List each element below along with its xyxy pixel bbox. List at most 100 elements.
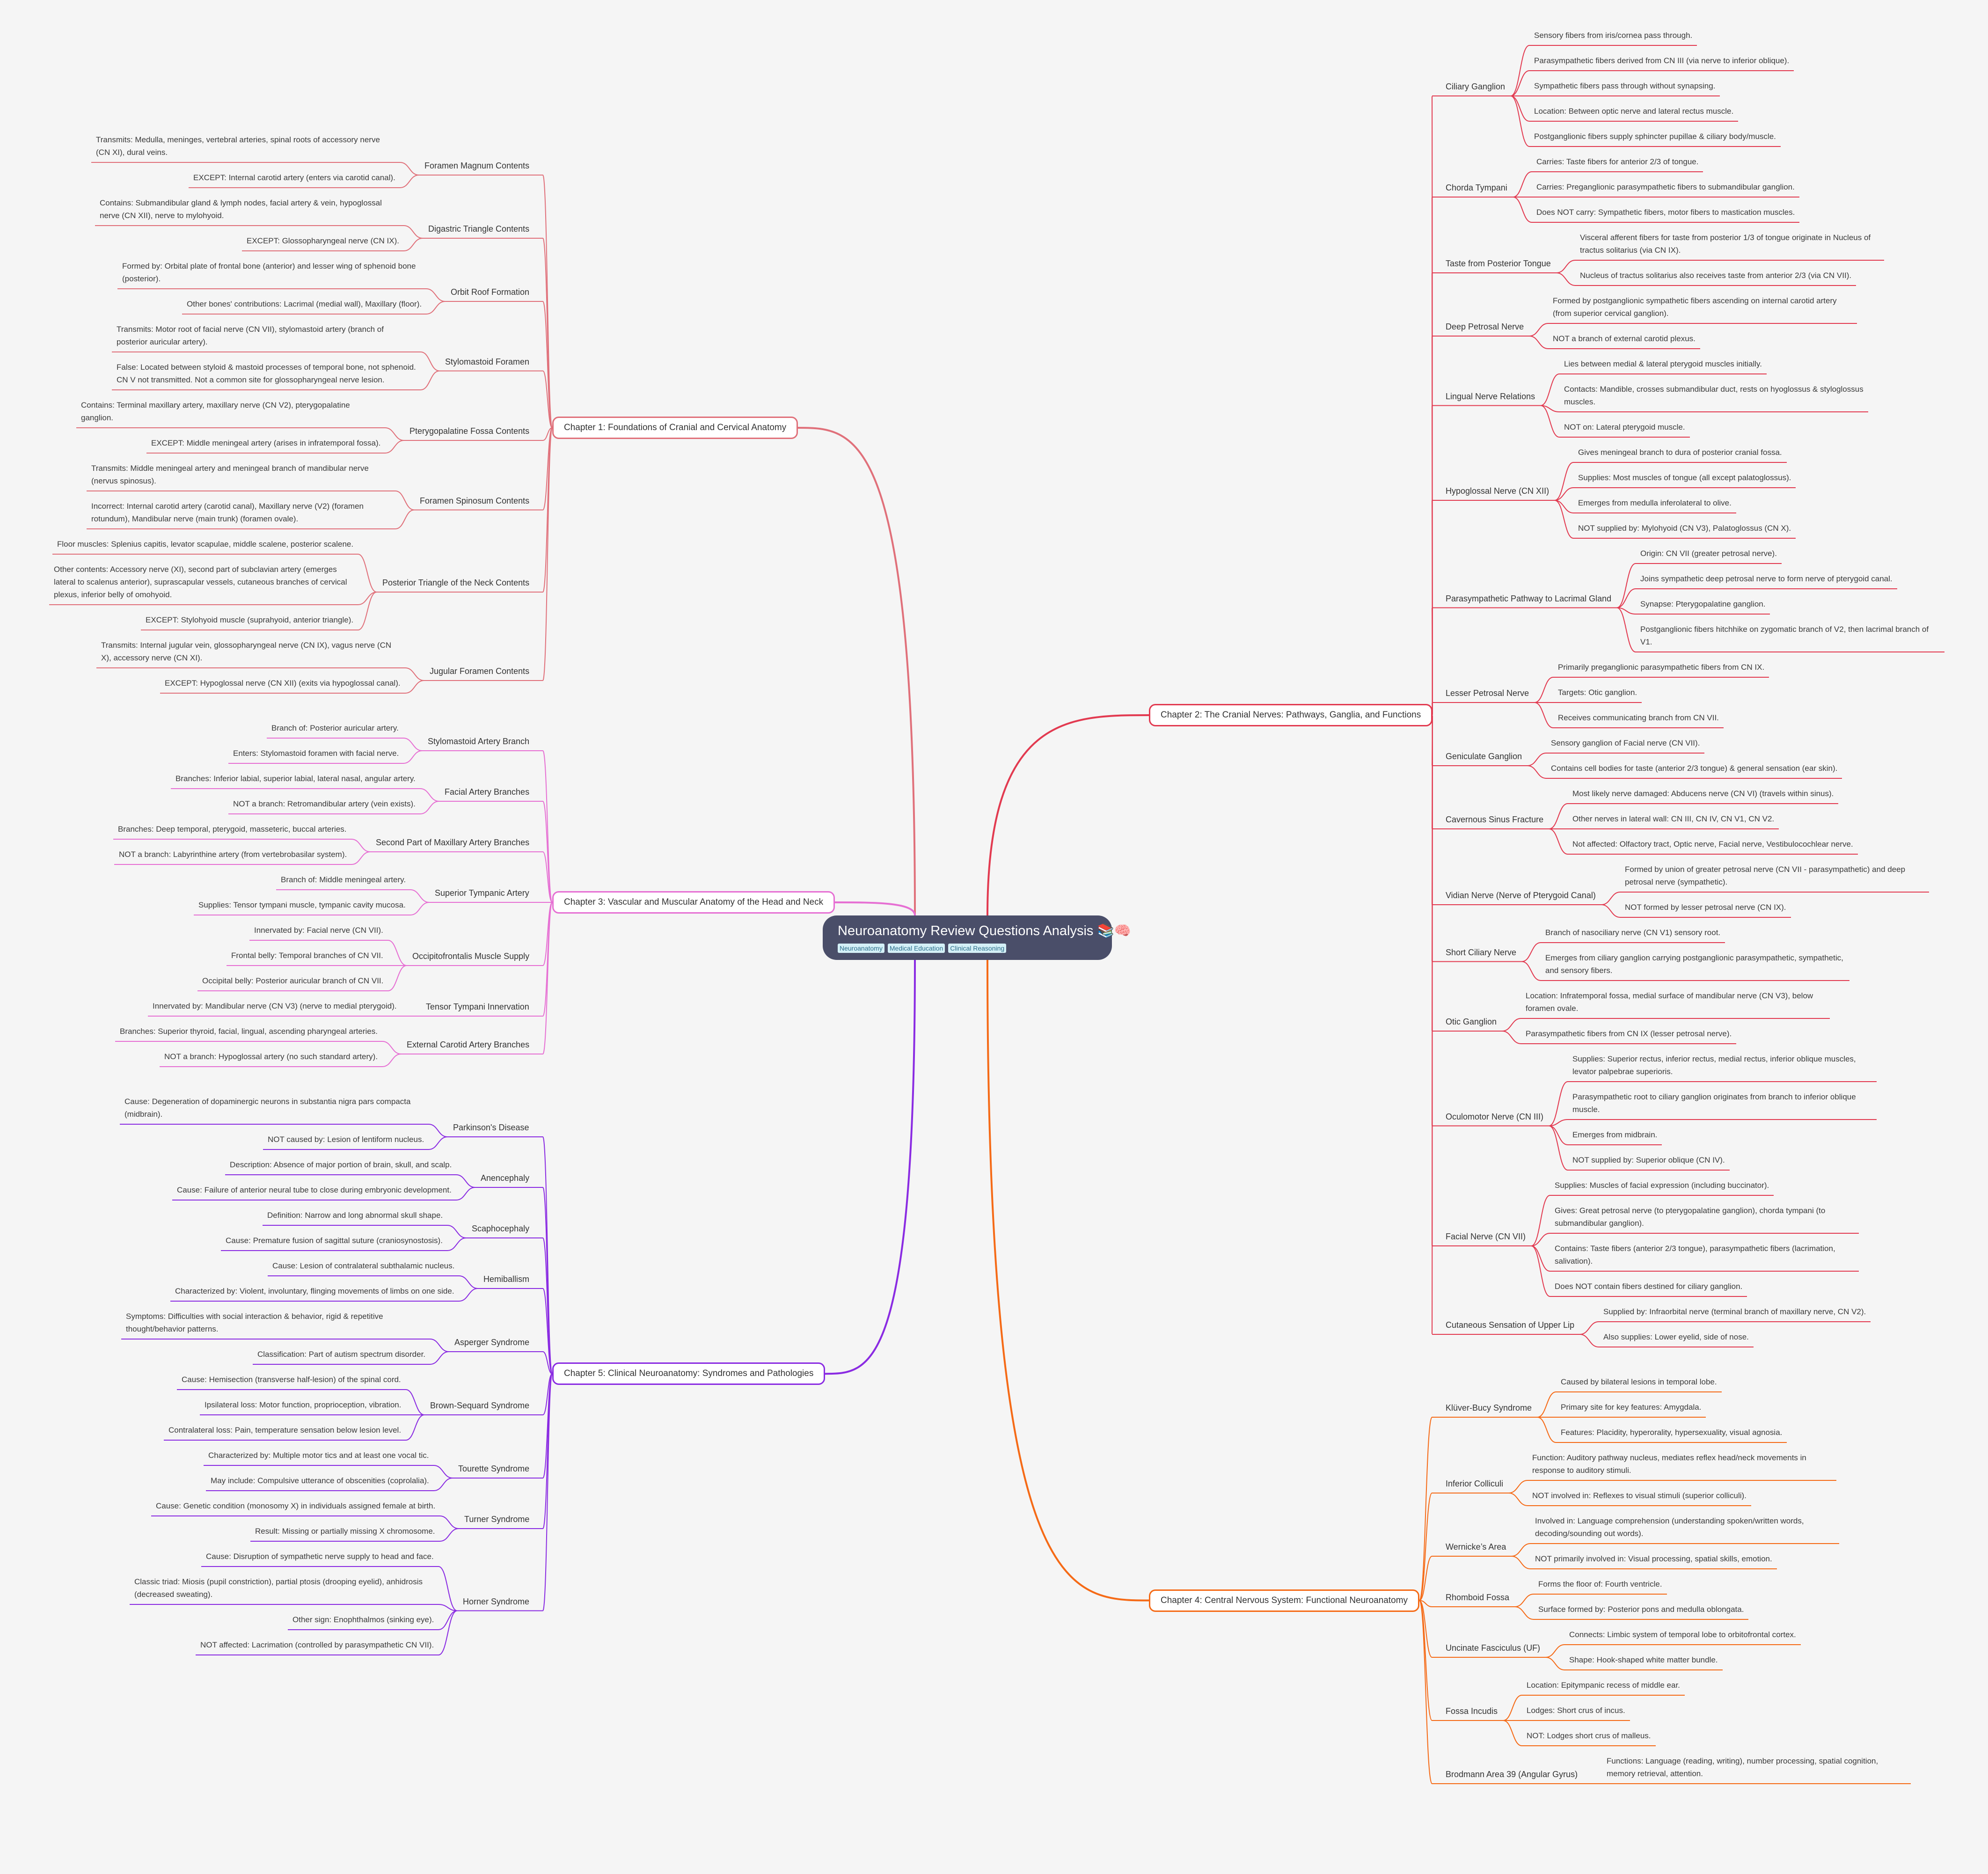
leaf-connector [1537, 1417, 1787, 1443]
leaf-note: Synapse: Pterygopalatine ganglion. [1640, 600, 1766, 608]
topic-tourette-syndrome[interactable]: Tourette Syndrome [458, 1464, 530, 1473]
root-tags: Neuroanatomy Medical Education Clinical … [838, 944, 1112, 953]
leaf-connector [76, 427, 404, 441]
leaf-connector [112, 370, 440, 390]
leaf-connector [1503, 1720, 1656, 1746]
topic-lingual-nerve-relations[interactable]: Lingual Nerve Relations [1446, 391, 1535, 401]
topic-oculomotor-nerve-cn-iii[interactable]: Oculomotor Nerve (CN III) [1446, 1112, 1544, 1121]
topic-connector [1419, 1600, 1433, 1658]
topic-brown-sequard-syndrome[interactable]: Brown-Sequard Syndrome [430, 1401, 530, 1410]
topic-anencephaly[interactable]: Anencephaly [481, 1173, 530, 1183]
topic-orbit-roof-formation[interactable]: Orbit Roof Formation [451, 287, 530, 297]
topic-superior-tympanic-artery[interactable]: Superior Tympanic Artery [435, 888, 529, 898]
leaf-note: NOT a branch: Retromandibular artery (ve… [233, 799, 416, 808]
topic-connector [1419, 1417, 1433, 1601]
leaf-note: NOT a branch: Hypoglossal artery (no suc… [164, 1052, 378, 1061]
leaf-note: Other nerves in lateral wall: CN III, CN… [1572, 814, 1775, 823]
topic-cutaneous-sensation-of-upper-lip[interactable]: Cutaneous Sensation of Upper Lip [1446, 1320, 1575, 1330]
leaf-note: Result: Missing or partially missing X c… [255, 1527, 435, 1536]
leaf-note: Sensory fibers from iris/cornea pass thr… [1534, 31, 1693, 40]
topic-inferior-colliculi[interactable]: Inferior Colliculi [1446, 1479, 1504, 1488]
leaf-connector [1508, 1480, 1836, 1493]
topic-pterygopalatine-fossa-contents[interactable]: Pterygopalatine Fossa Contents [409, 426, 530, 436]
topic-rhomboid-fossa[interactable]: Rhomboid Fossa [1446, 1593, 1510, 1602]
topic-facial-artery-branches[interactable]: Facial Artery Branches [445, 787, 530, 797]
leaf-note: Gives meningeal branch to dura of poster… [1578, 448, 1782, 457]
chapter-node-3[interactable]: Chapter 3: Vascular and Muscular Anatomy… [552, 891, 835, 914]
tag-neuroanatomy[interactable]: Neuroanatomy [838, 944, 884, 953]
topic-connector [542, 370, 553, 428]
leaf-connector [160, 680, 424, 694]
topic-facial-nerve-cn-vii[interactable]: Facial Nerve (CN VII) [1446, 1232, 1526, 1241]
chapter-node-4[interactable]: Chapter 4: Central Nervous System: Funct… [1149, 1589, 1420, 1612]
tag-clinical-reasoning[interactable]: Clinical Reasoning [948, 944, 1007, 953]
leaf-connector [242, 238, 423, 251]
topic-horner-syndrome[interactable]: Horner Syndrome [463, 1596, 530, 1606]
topic-vidian-nerve-nerve-of-pterygoid-canal[interactable]: Vidian Nerve (Nerve of Pterygoid Canal) [1446, 891, 1596, 900]
topic-geniculate-ganglion[interactable]: Geniculate Ganglion [1446, 752, 1522, 761]
topic-cavernous-sinus-fracture[interactable]: Cavernous Sinus Fracture [1446, 815, 1544, 824]
topic-taste-from-posterior-tongue[interactable]: Taste from Posterior Tongue [1446, 259, 1551, 268]
root-node[interactable]: Neuroanatomy Review Questions Analysis 📚… [823, 915, 1131, 960]
topic-brodmann-area-39-angular-gyrus[interactable]: Brodmann Area 39 (Angular Gyrus) [1446, 1770, 1578, 1779]
leaf-connector [268, 1275, 478, 1289]
topic-second-part-of-maxillary-artery-branches[interactable]: Second Part of Maxillary Artery Branches [376, 838, 530, 847]
topic-parkinson-s-disease[interactable]: Parkinson's Disease [453, 1123, 529, 1132]
topic-posterior-triangle-of-the-neck-contents[interactable]: Posterior Triangle of the Neck Contents [382, 578, 530, 587]
chapter-node-2[interactable]: Chapter 2: The Cranial Nerves: Pathways,… [1149, 704, 1433, 726]
topic-short-ciliary-nerve[interactable]: Short Ciliary Nerve [1446, 947, 1517, 957]
leaf-connector [113, 839, 371, 852]
leaf-connector [1549, 1125, 1662, 1145]
leaf-connector [95, 225, 423, 239]
leaf-connector [189, 175, 419, 188]
topic-otic-ganglion[interactable]: Otic Ganglion [1446, 1017, 1497, 1026]
leaf-note: Other contents: Accessory nerve (XI), se… [54, 565, 347, 599]
chapter-node-1[interactable]: Chapter 1: Foundations of Cranial and Ce… [552, 417, 798, 439]
leaf-note: Carries: Taste fibers for anterior 2/3 o… [1536, 157, 1699, 166]
leaf-note: Postganglionic fibers supply sphincter p… [1534, 132, 1776, 141]
leaf-note: Cause: Hemisection (transverse half-lesi… [182, 1375, 401, 1384]
topic-uncinate-fasciculus-uf[interactable]: Uncinate Fasciculus (UF) [1446, 1643, 1541, 1653]
topic-ciliary-ganglion[interactable]: Ciliary Ganglion [1446, 82, 1506, 91]
leaf-connector [250, 1528, 459, 1542]
topic-tensor-tympani-innervation[interactable]: Tensor Tympani Innervation [426, 1002, 529, 1011]
leaf-connector [177, 1389, 425, 1415]
topic-asperger-syndrome[interactable]: Asperger Syndrome [454, 1338, 530, 1347]
leaf-connector [1511, 1543, 1839, 1557]
topic-hypoglossal-nerve-cn-xii[interactable]: Hypoglossal Nerve (CN XII) [1446, 486, 1549, 496]
tag-medical-education[interactable]: Medical Education [887, 944, 945, 953]
topic-deep-petrosal-nerve[interactable]: Deep Petrosal Nerve [1446, 322, 1524, 331]
topic-stylomastoid-foramen[interactable]: Stylomastoid Foramen [445, 357, 530, 366]
topic-foramen-magnum-contents[interactable]: Foramen Magnum Contents [424, 161, 530, 170]
topic-chorda-tympani[interactable]: Chorda Tympani [1446, 183, 1507, 192]
topic-turner-syndrome[interactable]: Turner Syndrome [464, 1515, 530, 1524]
topic-jugular-foramen-contents[interactable]: Jugular Foramen Contents [430, 666, 530, 676]
topic-foramen-spinosum-contents[interactable]: Foramen Spinosum Contents [420, 496, 530, 505]
topic-scaphocephaly[interactable]: Scaphocephaly [472, 1224, 530, 1233]
topic-occipitofrontalis-muscle-supply[interactable]: Occipitofrontalis Muscle Supply [412, 952, 530, 961]
leaf-note: Lodges: Short crus of incus. [1527, 1706, 1625, 1715]
topic-stylomastoid-artery-branch[interactable]: Stylomastoid Artery Branch [428, 737, 530, 746]
topic-connector [1419, 1600, 1433, 1784]
chapter-node-5[interactable]: Chapter 5: Clinical Neuroanatomy: Syndro… [552, 1362, 826, 1385]
leaf-note: Contralateral loss: Pain, temperature se… [168, 1426, 402, 1435]
topic-external-carotid-artery-branches[interactable]: External Carotid Artery Branches [407, 1040, 530, 1049]
topic-connector [1432, 607, 1433, 716]
leaf-note: Contacts: Mandible, crosses submandibula… [1564, 385, 1864, 406]
topic-lesser-petrosal-nerve[interactable]: Lesser Petrosal Nerve [1446, 688, 1529, 698]
leaf-note: NOT a branch of external carotid plexus. [1553, 334, 1696, 343]
leaf-note: Contains cell bodies for taste (anterior… [1551, 764, 1838, 773]
leaf-note: Cause: Failure of anterior neural tube t… [177, 1186, 452, 1194]
leaf-note: Location: Infratemporal fossa, medial su… [1526, 991, 1813, 1013]
leaf-connector [1531, 1245, 1859, 1272]
topic-hemiballism[interactable]: Hemiballism [483, 1274, 530, 1284]
leaf-connector [1531, 1233, 1859, 1246]
topic-wernicke-s-area[interactable]: Wernicke’s Area [1446, 1542, 1506, 1552]
topic-parasympathetic-pathway-to-lacrimal-gland[interactable]: Parasympathetic Pathway to Lacrimal Glan… [1446, 593, 1612, 603]
topic-kl-ver-bucy-syndrome[interactable]: Klüver-Bucy Syndrome [1446, 1403, 1532, 1413]
leaf-note: False: Located between styloid & mastoid… [117, 363, 416, 384]
topic-digastric-triangle-contents[interactable]: Digastric Triangle Contents [428, 224, 530, 234]
leaf-note: Parasympathetic root to ciliary ganglion… [1572, 1092, 1856, 1114]
leaf-note: Most likely nerve damaged: Abducens nerv… [1572, 789, 1834, 798]
topic-fossa-incudis[interactable]: Fossa Incudis [1446, 1706, 1498, 1716]
